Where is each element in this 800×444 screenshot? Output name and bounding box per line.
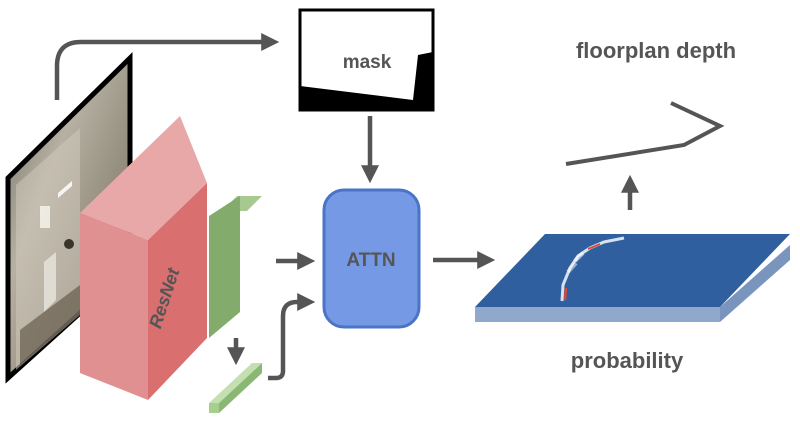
- input-panorama-image: [5, 52, 133, 384]
- probability-map-right: [720, 245, 790, 322]
- feature-map: [209, 196, 262, 338]
- probability-label: probability: [571, 348, 684, 373]
- probability-map-top: [475, 234, 790, 307]
- mask-box: mask: [298, 8, 435, 112]
- probability-map: [475, 234, 790, 322]
- attn-label: ATTN: [346, 250, 395, 271]
- floorplan-depth-curve: [565, 101, 725, 166]
- attn-block: ATTN: [322, 188, 421, 329]
- mask-label: mask: [343, 52, 392, 73]
- resnet-side-face: [148, 183, 207, 400]
- resnet-block: ResNet: [80, 116, 207, 400]
- arrow-image-to-mask: [54, 33, 280, 100]
- resnet-top-face: [80, 116, 207, 240]
- resnet-front-face: [80, 213, 148, 400]
- arrow-small-to-attn: [268, 293, 316, 381]
- feature-map-front: [209, 196, 240, 338]
- probability-map-front: [475, 307, 720, 322]
- floorplan-depth-label: floorplan depth: [576, 38, 736, 63]
- small-feature-vector: [209, 363, 262, 413]
